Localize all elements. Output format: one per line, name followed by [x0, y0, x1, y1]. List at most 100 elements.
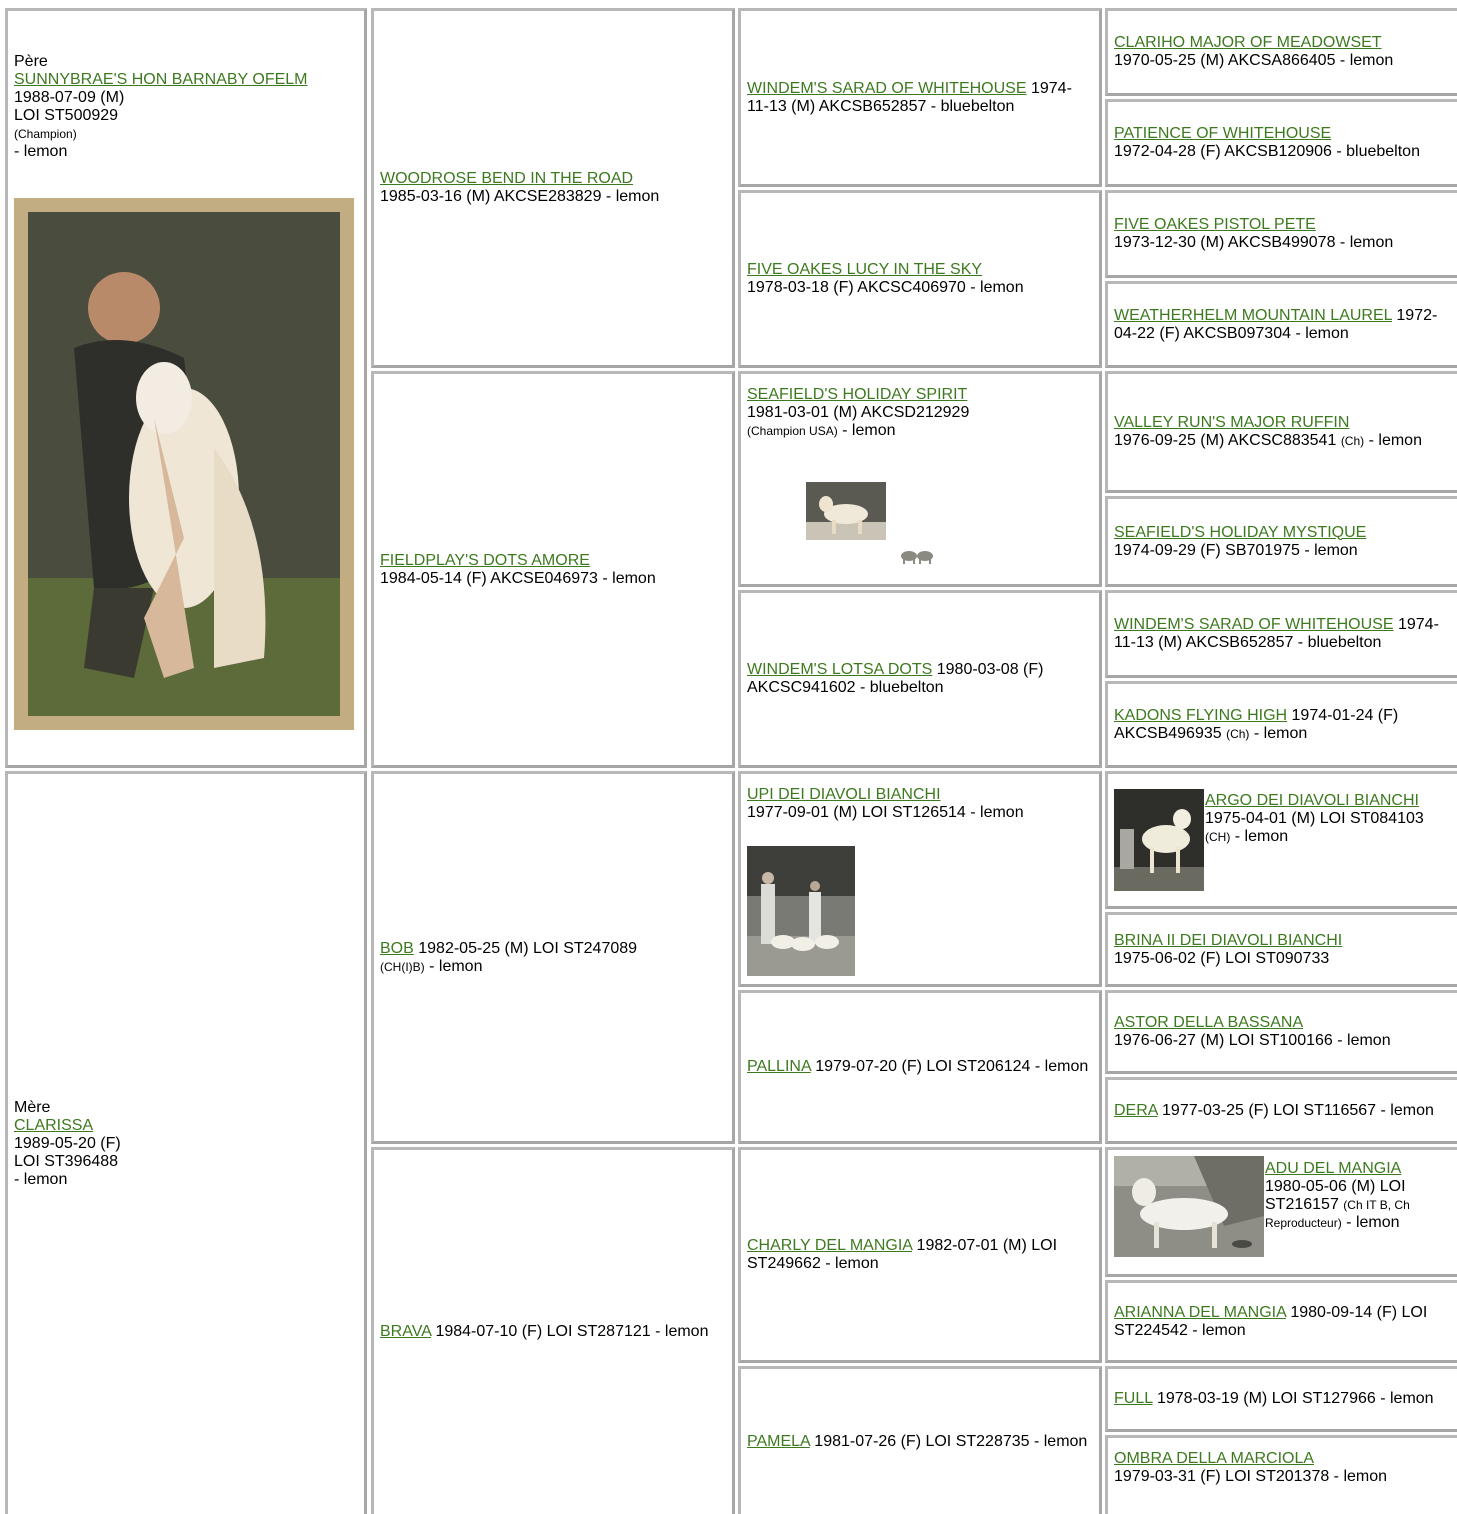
gen3-name-link[interactable]: UPI DEI DIAVOLI BIANCHI [747, 786, 941, 803]
gen4-cell: ARIANNA DEL MANGIA 1980-09-14 (F) LOI ST… [1105, 1280, 1457, 1363]
gen3-name-link[interactable]: SEAFIELD'S HOLIDAY SPIRIT [747, 386, 968, 403]
gen2-info: 1984-05-14 (F) AKCSE046973 - lemon [380, 569, 656, 587]
father-label: Père [14, 53, 48, 70]
gen4-name-link[interactable]: ASTOR DELLA BASSANA [1114, 1014, 1304, 1031]
gen4-name-link[interactable]: CLARIHO MAJOR OF MEADOWSET [1114, 34, 1382, 51]
mother-cell: Mère CLARISSA 1989-05-20 (F) LOI ST39648… [5, 771, 367, 1514]
gen3-cell: PAMELA 1981-07-26 (F) LOI ST228735 - lem… [738, 1366, 1102, 1514]
gen4-info: 1976-09-25 (M) AKCSC883541 [1114, 432, 1337, 449]
gen3-info: 1981-03-01 (M) AKCSD212929 [747, 404, 970, 421]
mother-color: - lemon [14, 1171, 68, 1188]
father-title: (Champion) [14, 127, 77, 141]
gen4-color: - lemon [1234, 828, 1289, 845]
gen4-info: 1974-01-24 (F) AKCSB496935 [1114, 706, 1399, 742]
gen4-name-link[interactable]: BRINA II DEI DIAVOLI BIANCHI [1114, 931, 1343, 949]
gen4-info: 1976-06-27 (M) LOI ST100166 - lemon [1114, 1032, 1391, 1049]
gen4-name-link[interactable]: PATIENCE OF WHITEHOUSE [1114, 125, 1332, 142]
gen3-info: 1978-03-18 (F) AKCSC406970 - lemon [747, 279, 1024, 296]
gen3-color: - lemon [842, 422, 896, 439]
gen3-name-link[interactable]: WINDEM'S SARAD OF WHITEHOUSE [747, 79, 1027, 97]
gen2-color: - lemon [429, 957, 483, 975]
gen4-cell: WINDEM'S SARAD OF WHITEHOUSE 1974-11-13 … [1105, 590, 1457, 678]
seafield-dog-photo [806, 482, 886, 540]
gen3-info: 1974-11-13 (M) AKCSB652857 - bluebelton [747, 79, 1072, 115]
gen4-info: 1980-09-14 (F) LOI ST224542 - lemon [1114, 1303, 1428, 1339]
gen4-name-link[interactable]: ADU DEL MANGIA [1265, 1160, 1402, 1177]
gen4-name-link[interactable]: WEATHERHELM MOUNTAIN LAUREL [1114, 306, 1392, 324]
gen4-info: 1975-06-02 (F) LOI ST090733 [1114, 949, 1330, 967]
argo-dog-photo [1114, 789, 1204, 891]
gen3-cell: PALLINA 1979-07-20 (F) LOI ST206124 - le… [738, 990, 1102, 1144]
gen3-cell: WINDEM'S LOTSA DOTS 1980-03-08 (F) AKCSC… [738, 590, 1102, 768]
gen4-name-link[interactable]: ARGO DEI DIAVOLI BIANCHI [1205, 792, 1419, 809]
gen2-info: 1982-05-25 (M) LOI ST247089 [418, 939, 638, 957]
gen3-info: 1977-09-01 (M) LOI ST126514 - lemon [747, 804, 1024, 821]
gen4-color: - lemon [1346, 1214, 1400, 1231]
gen3-name-link[interactable]: WINDEM'S LOTSA DOTS [747, 661, 933, 678]
gen4-title: (CH) [1205, 830, 1231, 844]
gen3-title: (Champion USA) [747, 424, 838, 438]
gen3-cell: CHARLY DEL MANGIA 1982-07-01 (M) LOI ST2… [738, 1147, 1102, 1363]
gen4-name-link[interactable]: ARIANNA DEL MANGIA [1114, 1303, 1286, 1321]
gen4-name-link[interactable]: FIVE OAKES PISTOL PETE [1114, 216, 1316, 233]
gen3-info: 1980-03-08 (F) AKCSC941602 - bluebelton [747, 661, 1044, 696]
gen2-info: 1984-07-10 (F) LOI ST287121 - lemon [435, 1323, 709, 1340]
gen4-name-link[interactable]: VALLEY RUN'S MAJOR RUFFIN [1114, 414, 1350, 431]
father-color: - lemon [14, 143, 68, 160]
mother-name-link[interactable]: CLARISSA [14, 1117, 94, 1134]
gen4-cell: FULL 1978-03-19 (M) LOI ST127966 - lemon [1105, 1366, 1457, 1432]
gen4-name-link[interactable]: SEAFIELD'S HOLIDAY MYSTIQUE [1114, 523, 1367, 541]
gen3-info: 1982-07-01 (M) LOI ST249662 - lemon [747, 1237, 1058, 1272]
gen2-name-link[interactable]: WOODROSE BEND IN THE ROAD [380, 170, 634, 187]
adu-dog-photo [1114, 1156, 1264, 1257]
gen2-cell: BOB 1982-05-25 (M) LOI ST247089(CH(I)B) … [371, 771, 735, 1144]
father-dob: 1988-07-09 (M) [14, 89, 125, 106]
gen3-name-link[interactable]: CHARLY DEL MANGIA [747, 1237, 913, 1254]
upi-group-photo [747, 846, 855, 976]
gen4-info: 1974-09-29 (F) SB701975 - lemon [1114, 541, 1358, 559]
gen3-name-link[interactable]: PAMELA [747, 1432, 810, 1450]
gen4-info: 1970-05-25 (M) AKCSA866405 - lemon [1114, 52, 1394, 69]
gen4-name-link[interactable]: WINDEM'S SARAD OF WHITEHOUSE [1114, 616, 1394, 633]
gen2-name-link[interactable]: BOB [380, 939, 414, 957]
mother-registration: LOI ST396488 [14, 1153, 119, 1170]
gen4-name-link[interactable]: FULL [1114, 1390, 1153, 1407]
gen4-name-link[interactable]: DERA [1114, 1101, 1158, 1119]
father-registration: LOI ST500929 [14, 107, 119, 124]
gen4-title: (Ch IT B, Ch Reproducteur) [1265, 1198, 1410, 1230]
gen4-info: 1978-03-19 (M) LOI ST127966 - lemon [1156, 1390, 1434, 1407]
gen2-name-link[interactable]: BRAVA [380, 1323, 431, 1340]
gen3-name-link[interactable]: PALLINA [747, 1058, 811, 1075]
gen4-title: (Ch) [1340, 434, 1365, 448]
gen3-info: 1981-07-26 (F) LOI ST228735 - lemon [814, 1432, 1088, 1450]
gen4-info: 1973-12-30 (M) AKCSB499078 - lemon [1114, 234, 1394, 251]
gen4-color: - lemon [1368, 432, 1422, 449]
gen2-cell: BRAVA 1984-07-10 (F) LOI ST287121 - lemo… [371, 1147, 735, 1514]
gen3-name-link[interactable]: FIVE OAKES LUCY IN THE SKY [747, 261, 983, 278]
gen2-info: 1985-03-16 (M) AKCSE283829 - lemon [380, 188, 660, 205]
gen4-cell: KADONS FLYING HIGH 1974-01-24 (F) AKCSB4… [1105, 681, 1457, 768]
gen2-name-link[interactable]: FIELDPLAY'S DOTS AMORE [380, 551, 590, 569]
gen4-name-link[interactable]: OMBRA DELLA MARCIOLA [1114, 1450, 1315, 1467]
father-name-link[interactable]: SUNNYBRAE'S HON BARNABY OFELM [14, 71, 308, 88]
father-cell: Père SUNNYBRAE'S HON BARNABY OFELM 1988-… [5, 8, 367, 768]
gen4-info: 1979-03-31 (F) LOI ST201378 - lemon [1114, 1468, 1388, 1485]
gen4-title: (Ch) [1226, 726, 1250, 741]
gen4-cell: DERA 1977-03-25 (F) LOI ST116567 - lemon [1105, 1077, 1457, 1144]
gen4-name-link[interactable]: KADONS FLYING HIGH [1114, 706, 1288, 724]
gen4-color: - lemon [1253, 724, 1308, 742]
gen4-info: 1974-11-13 (M) AKCSB652857 - bluebelton [1114, 616, 1439, 651]
gen4-info: 1980-05-06 (M) LOI ST216157 [1265, 1178, 1406, 1213]
